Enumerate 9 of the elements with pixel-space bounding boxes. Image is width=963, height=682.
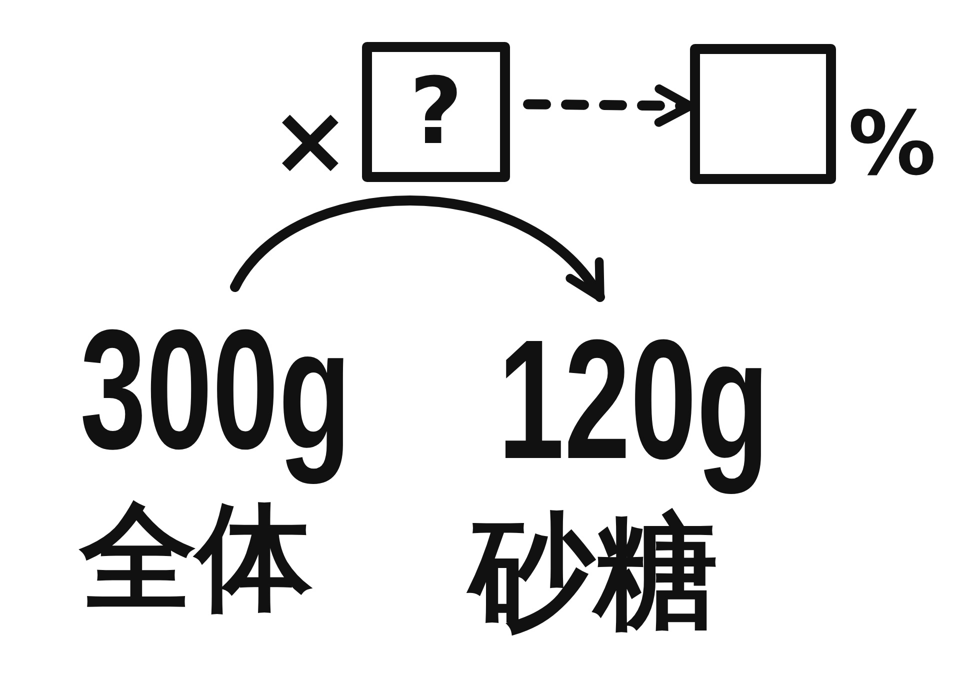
value-label: 120g xyxy=(498,304,770,497)
operator-label: × xyxy=(270,92,350,188)
answer-box xyxy=(690,44,836,184)
value-label: 300g xyxy=(80,294,352,487)
unit-label: % xyxy=(848,100,936,188)
question-box xyxy=(362,42,510,182)
caption-label: 全体 xyxy=(80,494,312,622)
curved-arrow xyxy=(230,196,605,302)
question-mark: ? xyxy=(409,66,463,158)
